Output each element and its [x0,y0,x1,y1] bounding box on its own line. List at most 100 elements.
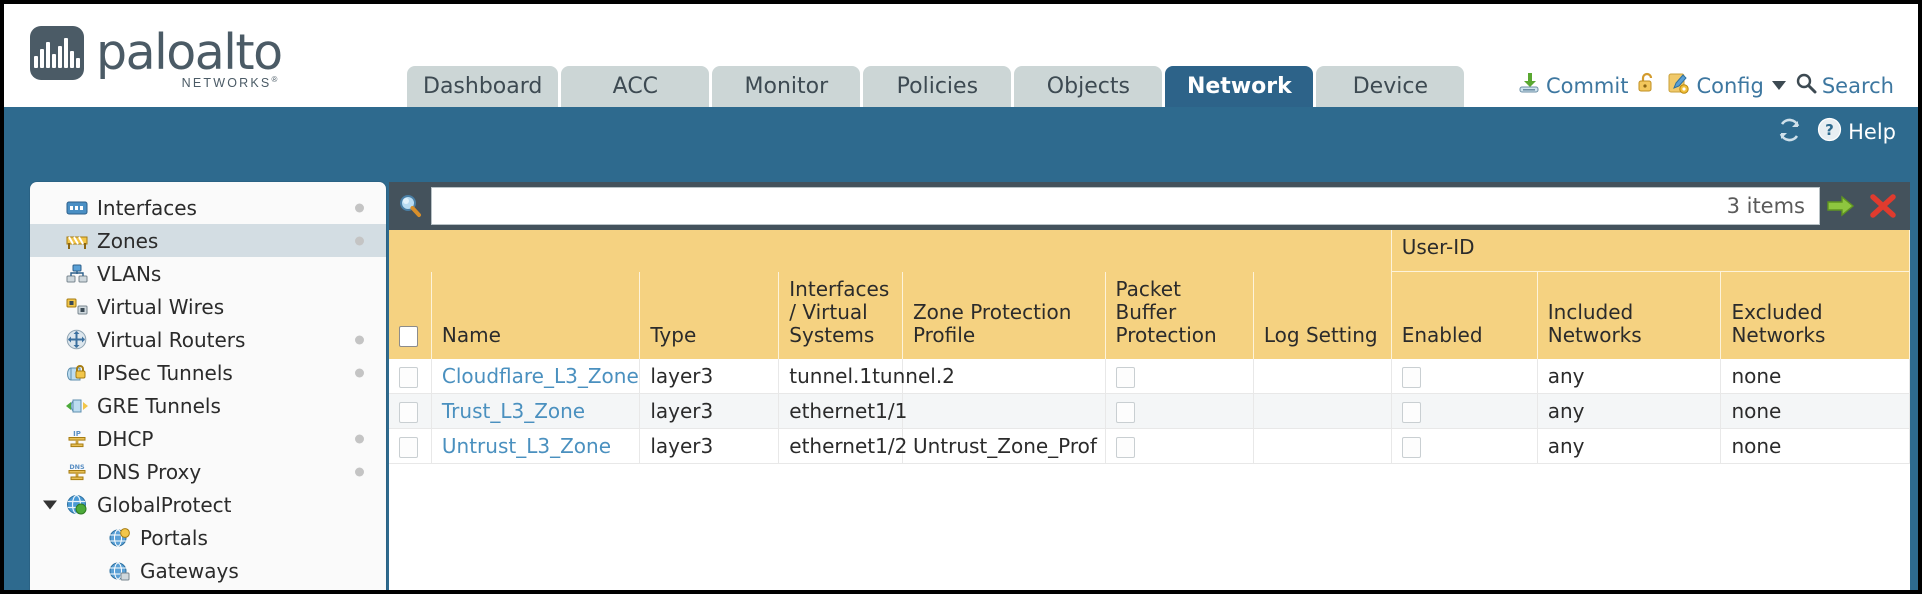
zone-name-link[interactable]: Untrust_L3_Zone [441,433,611,458]
sidebar-item-gateways[interactable]: Gateways [30,554,386,587]
lock-button[interactable] [1637,71,1658,100]
sidebar-item-label: Virtual Routers [97,327,246,352]
column-header-type[interactable]: Type [639,271,780,359]
sidebar-item-globalprotect[interactable]: GlobalProtect [30,488,386,521]
help-button[interactable]: ? Help [1817,117,1896,147]
config-menu[interactable]: Config [1667,71,1786,100]
dns-proxy-icon: DNS [65,461,88,482]
select-all-header[interactable] [389,271,432,359]
clear-filter-button[interactable] [1862,182,1904,230]
cell-interfaces: tunnel.1tunnel.2 [778,358,955,394]
cell-log-setting [1253,393,1392,429]
sidebar-item-virtual-routers[interactable]: Virtual Routers [30,323,386,356]
row-checkbox[interactable] [399,401,418,423]
column-header-packet-buffer-protection[interactable]: Packet Buffer Protection [1105,271,1254,359]
row-select-cell[interactable] [389,428,432,464]
tab-acc[interactable]: ACC [561,66,710,107]
sidebar-item-gre-tunnels[interactable]: GRE Tunnels [30,389,386,422]
sidebar-item-label: DHCP [97,426,154,451]
zone-name-link[interactable]: Trust_L3_Zone [441,398,586,423]
apply-filter-button[interactable] [1820,182,1862,230]
packet-buffer-protection-checkbox[interactable] [1115,366,1135,388]
cell-packet-buffer-protection [1105,358,1254,394]
cell-type: layer3 [639,358,780,394]
sidebar-item-portals[interactable]: Portals [30,521,386,554]
commit-icon [1517,71,1541,100]
refresh-button[interactable] [1776,118,1803,147]
tab-objects[interactable]: Objects [1014,66,1163,107]
svg-text:IP: IP [73,430,81,438]
cell-interfaces: ethernet1/1 [778,393,907,429]
sidebar-item-label: VLANs [97,261,162,286]
config-label: Config [1696,73,1764,98]
sidebar-item-zones[interactable]: Zones [30,224,386,257]
tab-label: Objects [1046,74,1130,99]
tab-policies[interactable]: Policies [863,66,1012,107]
dhcp-icon: IP [65,428,88,449]
ipsec-tunnels-icon [65,362,88,383]
interface-item: tunnel.2 [872,363,955,388]
userid-enabled-checkbox[interactable] [1401,366,1421,388]
tab-network[interactable]: Network [1165,66,1314,107]
column-header-included-networks[interactable]: Included Networks [1537,271,1722,359]
filter-bar: 3 items [389,182,1910,230]
top-toolbar: Commit [1517,71,1894,100]
item-count-label: 3 items [1726,194,1805,218]
tab-label: Network [1186,74,1292,99]
userid-enabled-checkbox[interactable] [1401,401,1421,423]
sidebar-item-interfaces[interactable]: Interfaces [30,191,386,224]
cell-excluded-networks: none [1720,393,1910,429]
row-select-cell[interactable] [389,358,432,394]
packet-buffer-protection-checkbox[interactable] [1115,436,1135,458]
search-icon[interactable] [389,182,431,230]
search-label: Search [1821,73,1894,98]
row-checkbox[interactable] [399,366,418,388]
zone-name-link[interactable]: Cloudflare_L3_Zone [441,363,639,388]
sidebar-item-dhcp[interactable]: IP DHCP [30,422,386,455]
column-header-zone-protection-profile[interactable]: Zone Protection Profile [902,271,1106,359]
cell-excluded-networks: none [1720,358,1910,394]
search-button[interactable]: Search [1795,72,1894,99]
packet-buffer-protection-checkbox[interactable] [1115,401,1135,423]
tab-monitor[interactable]: Monitor [712,66,861,107]
column-header-log-setting[interactable]: Log Setting [1253,271,1392,359]
sidebar-item-virtual-wires[interactable]: Virtual Wires [30,290,386,323]
sidebar-item-vlans[interactable]: VLANs [30,257,386,290]
status-dot [355,335,364,344]
status-dot [355,368,364,377]
tab-label: Policies [896,74,979,99]
interface-item: ethernet1/2 [789,433,908,458]
column-header-interfaces-virtual-systems[interactable]: Interfaces / Virtual Systems [778,271,903,359]
row-checkbox[interactable] [399,436,418,458]
sidebar-item-ipsec-tunnels[interactable]: IPSec Tunnels [30,356,386,389]
tab-device[interactable]: Device [1316,66,1465,107]
help-question-icon: ? [1817,117,1842,147]
column-header-name[interactable]: Name [431,271,641,359]
column-header-enabled[interactable]: Enabled [1391,271,1538,359]
tab-dashboard[interactable]: Dashboard [407,66,559,107]
tree-expand-arrow-icon[interactable] [43,500,57,509]
cell-included-networks: any [1537,428,1722,464]
cell-packet-buffer-protection [1105,393,1254,429]
select-all-checkbox[interactable] [399,325,418,347]
table-group-header-row: User-ID [389,230,1910,272]
userid-enabled-checkbox[interactable] [1401,436,1421,458]
cell-packet-buffer-protection [1105,428,1254,464]
cell-zone-protection-profile: Untrust_Zone_Prof [902,428,1106,464]
group-header-userid: User-ID [1391,230,1910,272]
config-wrench-icon [1667,71,1691,100]
vlans-icon [65,263,88,284]
tab-label: Monitor [744,74,829,99]
column-header-excluded-networks[interactable]: Excluded Networks [1720,271,1910,359]
commit-button[interactable]: Commit [1517,71,1628,100]
search-input[interactable]: 3 items [431,187,1820,225]
search-icon [1795,72,1817,99]
row-select-cell[interactable] [389,393,432,429]
